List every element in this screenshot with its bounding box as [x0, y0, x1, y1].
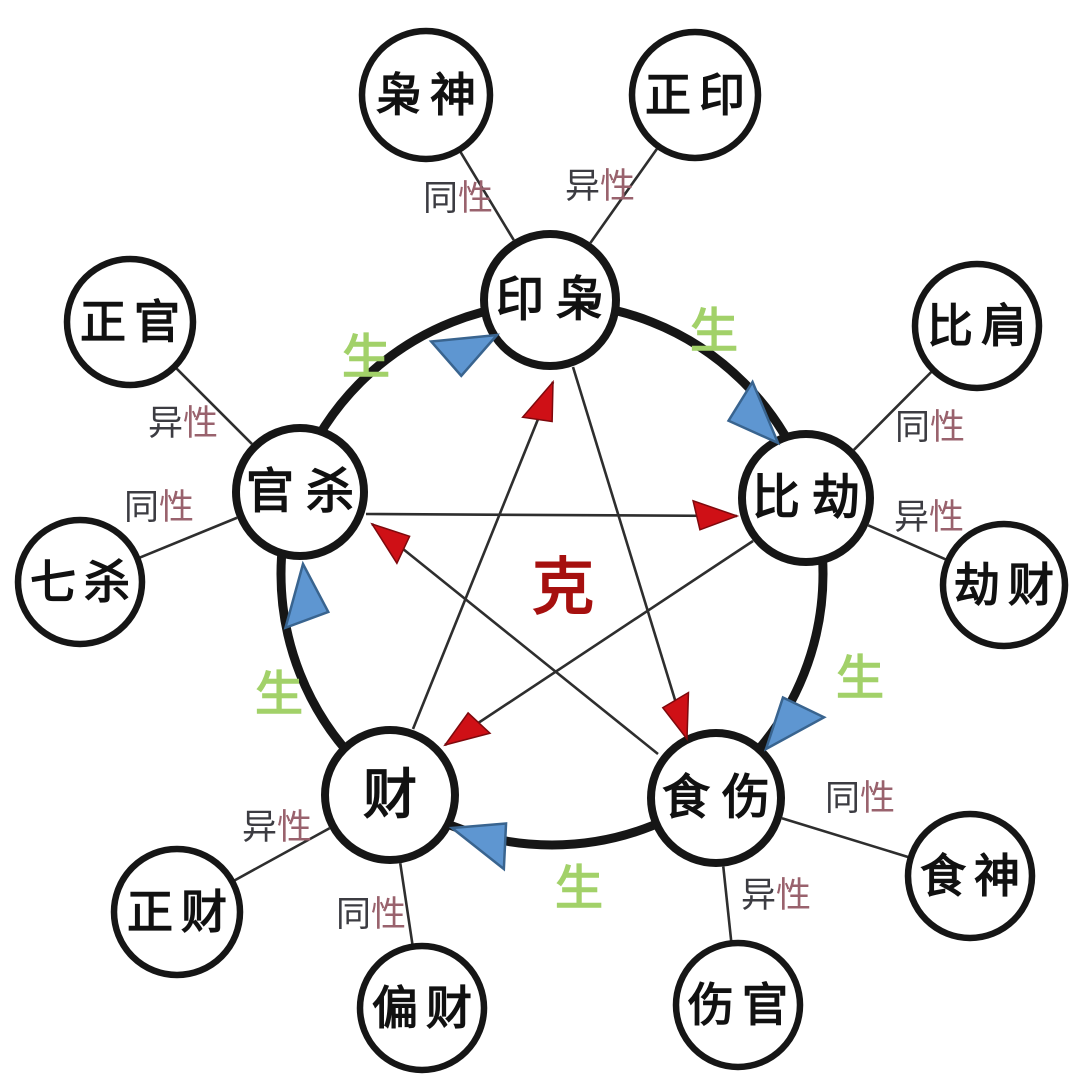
relation-label-pian-cai: 同性 [336, 895, 406, 934]
ke-line-yin-xiao-shi-shang [571, 366, 689, 740]
ke-line-shi-shang-guan-sha [371, 522, 659, 756]
connector-line-pian-cai [398, 863, 414, 945]
satellite-node-label-xiao-shen: 枭神 [376, 69, 484, 121]
satellite-node-label-pian-cai: 偏财 [372, 982, 480, 1034]
sheng-label-2: 生 [690, 306, 738, 359]
relation-label-zheng-guan: 异性 [148, 404, 218, 443]
ke-arrowhead-icon-shi-shang-guan-sha [370, 522, 411, 565]
relation-label-zheng-cai: 异性 [242, 808, 312, 847]
relation-label-zheng-yin: 异性 [565, 167, 635, 206]
connector-line-zheng-cai [233, 827, 331, 882]
connector-line-qi-sha [138, 516, 238, 559]
relation-label-shi-shen: 同性 [825, 779, 895, 818]
satellite-node-shi-shen [904, 810, 1036, 942]
satellite-node-label-jie-cai: 劫财 [954, 559, 1062, 611]
relation-label-qi-sha: 同性 [124, 488, 194, 527]
satellite-node-xiao-shen [358, 27, 494, 163]
main-node-shi-shang [647, 729, 785, 867]
relation-label-xiao-shen: 同性 [423, 179, 493, 218]
ke-arrowhead-icon-yin-xiao-shi-shang [661, 691, 690, 742]
sheng-label-3: 生 [836, 653, 884, 706]
main-node-label-bi-jie: 比劫 [752, 472, 872, 525]
satellite-node-qi-sha [14, 516, 146, 648]
satellite-node-zheng-guan [63, 255, 197, 389]
relation-label-bi-jian: 同性 [895, 408, 965, 447]
main-node-bi-jie [738, 430, 874, 566]
satellite-node-label-zheng-guan: 正官 [80, 296, 188, 348]
satellite-node-pian-cai [356, 942, 488, 1074]
satellite-node-label-bi-jian: 比肩 [927, 300, 1035, 352]
sheng-arrowhead-icon-shi-shang [763, 695, 827, 752]
satellite-node-bi-jian [911, 260, 1043, 392]
connector-line-zheng-guan [175, 367, 253, 445]
sheng-arrowhead-icon-bi-jie [726, 379, 781, 446]
satellite-node-zheng-cai [110, 845, 244, 979]
connector-line-shang-guan [721, 866, 733, 942]
sheng-label-5: 生 [255, 669, 303, 722]
satellite-node-jie-cai [939, 520, 1069, 650]
connector-line-bi-jian [853, 370, 933, 451]
main-node-yin-xiao [480, 230, 620, 370]
connector-line-xiao-shen [459, 150, 515, 241]
main-node-label-yin-xiao: 印枭 [496, 274, 616, 327]
sheng-label-4: 生 [555, 863, 603, 916]
main-node-label-cai: 财 [363, 765, 417, 825]
satellite-node-label-qi-sha: 七杀 [30, 556, 138, 608]
satellite-node-label-shi-shen: 食神 [920, 850, 1028, 902]
main-node-cai [321, 726, 459, 864]
satellite-node-shang-guan [672, 939, 804, 1071]
ke-line-guan-sha-bi-jie [365, 512, 738, 518]
ke-line-cai-yin-xiao [411, 381, 555, 730]
satellite-node-label-shang-guan: 伤官 [687, 979, 796, 1031]
satellite-node-zheng-yin [628, 28, 762, 162]
satellite-node-label-zheng-yin: 正印 [645, 69, 753, 121]
ke-line-bi-jie-cai [444, 539, 754, 747]
ke-arrowhead-icon-guan-sha-bi-jie [692, 499, 740, 531]
main-node-label-shi-shang: 食伤 [662, 772, 782, 825]
ke-center-label: 克 [532, 554, 594, 623]
ke-arrowhead-icon-bi-jie-cai [443, 711, 492, 747]
satellite-node-label-zheng-cai: 正财 [127, 886, 235, 938]
connector-line-shi-shen [781, 817, 910, 859]
relation-label-shang-guan: 异性 [741, 876, 811, 915]
sheng-arrowhead-icon-cai [448, 822, 508, 872]
sheng-label-1: 生 [342, 332, 390, 385]
connector-line-zheng-yin [589, 147, 659, 244]
connector-line-jie-cai [867, 524, 947, 561]
main-node-guan-sha [232, 424, 368, 560]
relation-label-jie-cai: 异性 [894, 498, 964, 537]
sheng-arrowhead-icon-guan-sha [283, 560, 331, 630]
main-node-label-guan-sha: 官杀 [246, 466, 366, 519]
sheng-arrowhead-icon-yin-xiao [428, 333, 501, 378]
ke-arrowhead-icon-cai-yin-xiao [521, 379, 554, 423]
